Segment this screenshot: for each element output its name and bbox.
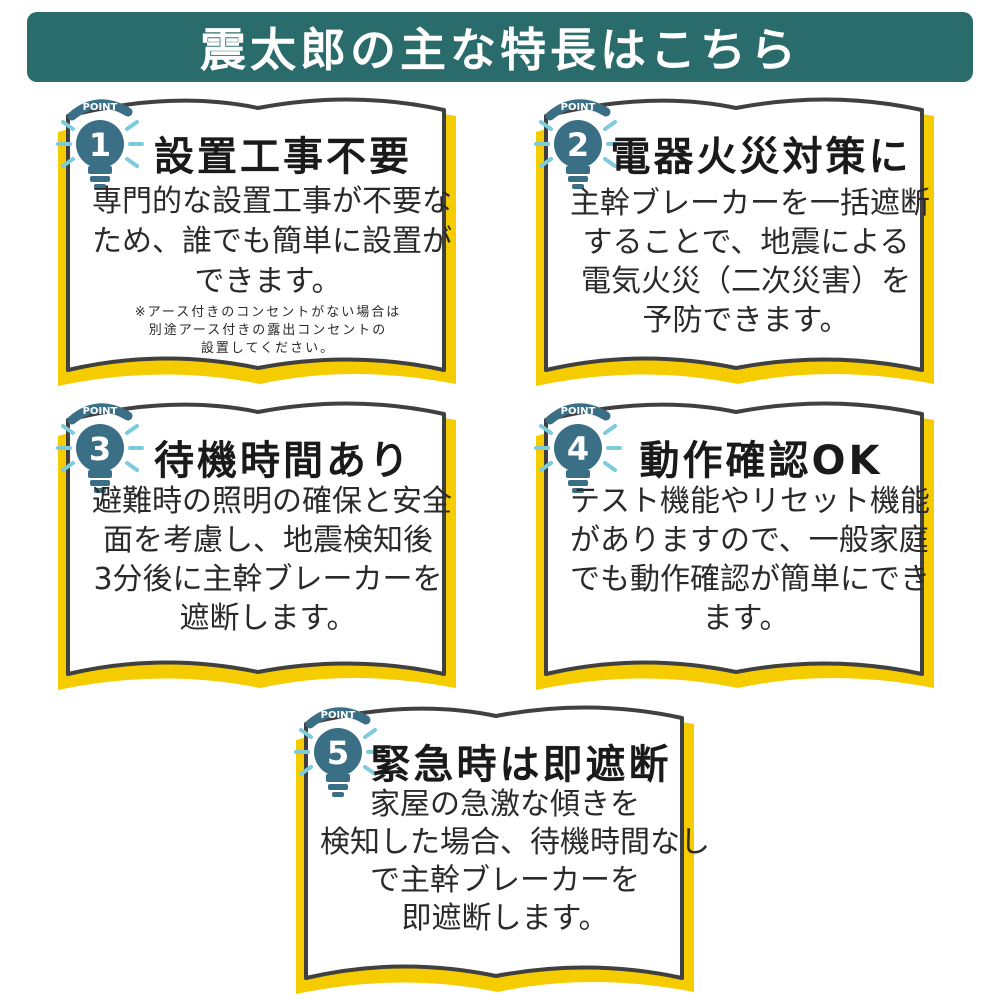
point-description: テスト機能やリセット機能 がありますので、一般家庭 でも動作確認が簡単にでき ま… [570,482,930,638]
point-title: 緊急時は即遮断 [370,742,672,788]
point-description-line: 検知した場合、待機時間なし [320,825,710,860]
point-description-line: ます。 [702,601,790,636]
point-bulb-icon: POINT 2 [534,99,622,189]
point-description-line: 専門的な設置工事が不要な [92,184,452,219]
point-badge-label: POINT [561,406,596,417]
point-description-line: 面を考慮し、地震検知後 [103,523,433,558]
point-description-line: 避難時の照明の確保と安全 [92,484,452,519]
point-description-line: で主幹ブレーカーを [370,863,640,898]
point-badge-label: POINT [321,710,356,721]
point-bulb-icon: POINT 1 [56,99,144,189]
open-book-frame [536,97,934,387]
point-number: 3 [89,430,111,468]
point-description-line: 即遮断します。 [401,901,609,936]
point-description-line: テスト機能やリセット機能 [570,484,930,519]
open-book-frame [58,97,456,387]
point-description-line: 遮断します。 [179,601,357,636]
point-description-line: でも動作確認が簡単にでき [570,562,930,597]
point-footnote-line: 別途アース付きの露出コンセントの [148,323,388,338]
point-footnote: ※アース付きのコンセントがない場合は 別途アース付きの露出コンセントの 設置して… [92,304,444,358]
point-badge-label: POINT [83,102,118,113]
point-number: 5 [327,734,349,772]
point-description-line: 3分後に主幹ブレーカーを [93,562,443,597]
header-banner: 震太郎の主な特長はこちら [27,12,973,82]
point-card-4: POINT 4 動作確認OK テスト機能やリセット機能 がありますので、一般家庭… [530,396,940,692]
point-description: 避難時の照明の確保と安全 面を考慮し、地震検知後 3分後に主幹ブレーカーを 遮断… [92,482,452,638]
point-bulb-icon: POINT 5 [294,707,382,797]
point-description-line: 予防できます。 [642,303,850,338]
point-description-line: ため、誰でも簡単に設置が [92,224,452,259]
point-description-line: 主幹ブレーカーを一括遮断 [570,186,930,221]
point-title: 設置工事不要 [154,134,412,180]
point-title: 動作確認OK [639,438,883,484]
point-footnote-line: 設置してください。 [200,341,336,356]
point-description: 専門的な設置工事が不要な ため、誰でも簡単に設置が できます。 [92,182,452,302]
point-number: 1 [89,126,111,164]
open-book-frame [296,705,694,994]
point-title: 待機時間あり [154,438,412,484]
point-description-line: 家屋の急激な傾きを [370,787,640,822]
point-bulb-icon: POINT 3 [56,403,144,493]
point-description-line: 電気火災（二次災害）を [581,264,911,299]
point-card-2: POINT 2 電器火災対策に 主幹ブレーカーを一括遮断 することで、地震による… [530,92,940,388]
point-number: 2 [567,126,589,164]
point-card-1: POINT 1 設置工事不要 専門的な設置工事が不要な ため、誰でも簡単に設置が… [52,92,462,388]
point-footnote-line: ※アース付きのコンセントがない場合は [134,305,402,320]
point-badge-label: POINT [561,102,596,113]
open-book-frame [536,401,934,690]
point-card-3: POINT 3 待機時間あり 避難時の照明の確保と安全 面を考慮し、地震検知後 … [52,396,462,692]
open-book-frame [58,401,456,690]
point-number: 4 [567,430,589,468]
page-title: 震太郎の主な特長はこちら [200,23,800,77]
point-badge-label: POINT [83,406,118,417]
point-description: 家屋の急激な傾きを 検知した場合、待機時間なし で主幹ブレーカーを 即遮断します… [320,786,710,938]
point-title: 電器火災対策に [610,134,912,180]
point-bulb-icon: POINT 4 [534,403,622,493]
point-description-line: することで、地震による [582,225,910,260]
point-card-5: POINT 5 緊急時は即遮断 家屋の急激な傾きを 検知した場合、待機時間なし … [290,700,710,996]
point-description-line: がありますので、一般家庭 [570,523,929,558]
point-description: 主幹ブレーカーを一括遮断 することで、地震による 電気火災（二次災害）を 予防で… [570,184,930,340]
point-description-line: できます。 [194,264,342,299]
